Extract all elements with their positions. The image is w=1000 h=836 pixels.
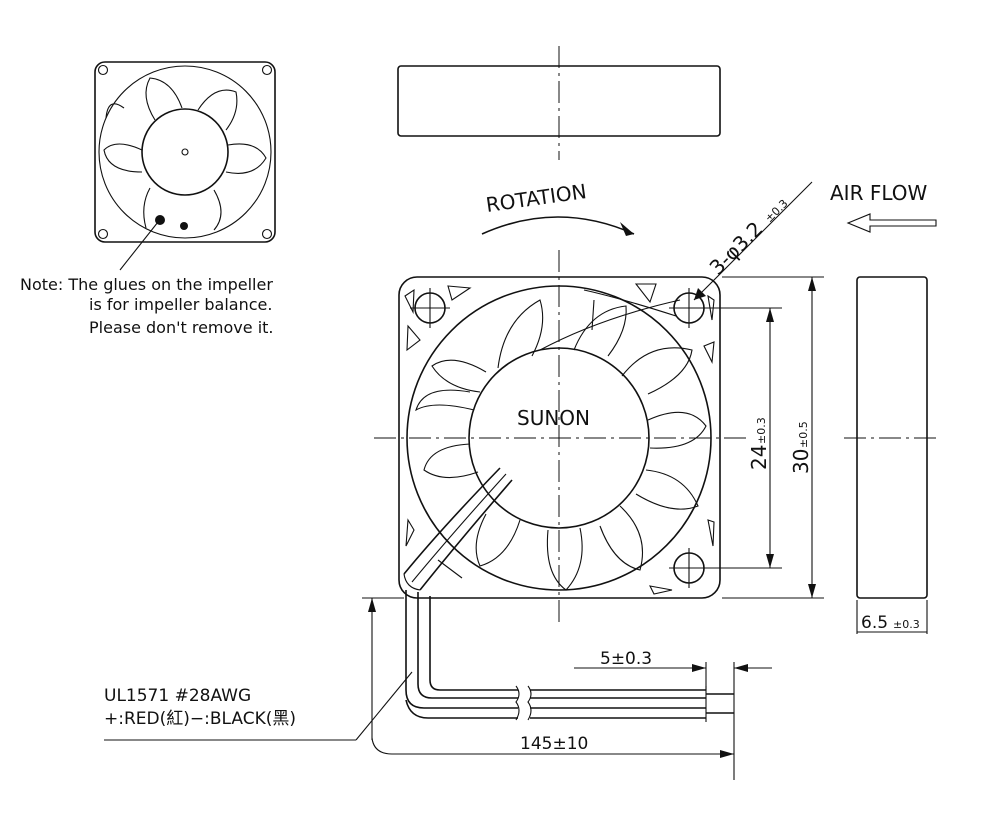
lead-wires xyxy=(405,590,734,722)
frame-size-dimension: 30 ±0.5 xyxy=(722,276,824,599)
lead-length-dimension: 145±10 xyxy=(362,597,734,758)
brand-label: SUNON xyxy=(517,406,590,430)
wire-spec: UL1571 #28AWG +:RED(紅)−:BLACK(黑) xyxy=(104,671,413,741)
fan-front-view: SUNON xyxy=(374,250,746,626)
svg-text:is for impeller balance.: is for impeller balance. xyxy=(89,295,272,314)
thickness-tol: ±0.3 xyxy=(893,618,920,631)
wire-polarity-label: +:RED(紅)−:BLACK(黑) xyxy=(104,709,296,729)
airflow-indicator: AIR FLOW xyxy=(830,181,937,233)
svg-text:Please don't remove it.: Please don't remove it. xyxy=(89,318,274,337)
strip-length-value: 5±0.3 xyxy=(600,649,652,669)
lead-length-value: 145±10 xyxy=(520,734,588,754)
wire-spec-label: UL1571 #28AWG xyxy=(104,686,251,706)
fan-top-side-view xyxy=(397,46,721,160)
thickness-value: 6.5 xyxy=(861,613,888,633)
frame-size-value: 30 xyxy=(789,449,813,474)
fan-back-view xyxy=(94,61,276,271)
rotation-indicator: ROTATION xyxy=(481,179,635,236)
hole-pitch-value: 24 xyxy=(747,445,771,470)
hole-spec-tol: ±0.3 xyxy=(763,197,791,225)
hole-pitch-dimension: 24 ±0.3 xyxy=(705,307,782,569)
fan-right-side-view: 6.5 ±0.3 xyxy=(844,276,940,634)
note-text: Note: The glues on the impeller is for i… xyxy=(20,275,274,337)
airflow-label: AIR FLOW xyxy=(830,181,928,205)
strip-length-dimension: 5±0.3 xyxy=(574,649,772,780)
rotation-label: ROTATION xyxy=(484,179,588,217)
hole-pitch-tol: ±0.3 xyxy=(755,417,768,444)
frame-size-tol: ±0.5 xyxy=(797,421,810,448)
hole-callout: 3-φ3.2 ±0.3 xyxy=(693,181,813,301)
svg-text:Note: The glues on the impelle: Note: The glues on the impeller xyxy=(20,275,273,294)
hole-spec-label: 3-φ3.2 xyxy=(705,217,768,280)
